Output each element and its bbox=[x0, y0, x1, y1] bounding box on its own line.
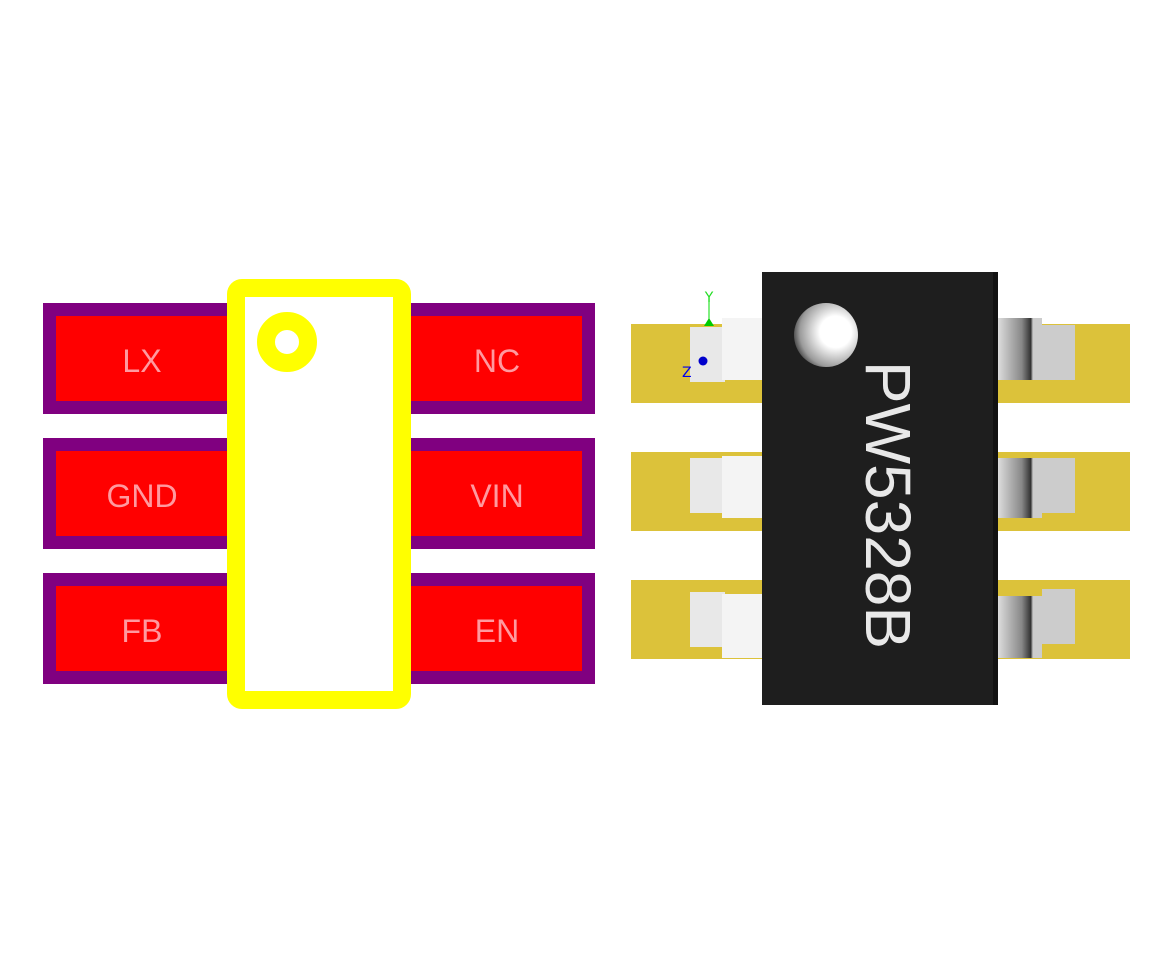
model-3d: PW5328B Y Z bbox=[631, 272, 1130, 705]
leads-left bbox=[690, 318, 762, 658]
pin-label: FB bbox=[122, 613, 163, 649]
pin1-marker bbox=[257, 312, 317, 372]
pin1-dot bbox=[794, 303, 858, 367]
pin-label: VIN bbox=[470, 478, 523, 514]
part-marking: PW5328B bbox=[852, 361, 924, 649]
pin-label: NC bbox=[474, 343, 520, 379]
pin-label: LX bbox=[122, 343, 161, 379]
axis-z-label: Z bbox=[682, 365, 692, 381]
pad-vin: VIN bbox=[408, 438, 595, 549]
leads-right bbox=[997, 318, 1075, 658]
pad-en: EN bbox=[408, 573, 595, 684]
body-edge bbox=[993, 272, 998, 705]
pin-label: EN bbox=[475, 613, 519, 649]
pad-nc: NC bbox=[408, 303, 595, 414]
pin-label: GND bbox=[106, 478, 177, 514]
silkscreen-outline bbox=[227, 279, 411, 709]
axis-y-label: Y bbox=[704, 290, 714, 306]
footprint: LX GND FB NC VIN EN bbox=[43, 279, 595, 709]
pad-gnd: GND bbox=[43, 438, 230, 549]
pad-fb: FB bbox=[43, 573, 230, 684]
axis-gizmo: Y Z bbox=[682, 290, 714, 381]
pad-lx: LX bbox=[43, 303, 230, 414]
